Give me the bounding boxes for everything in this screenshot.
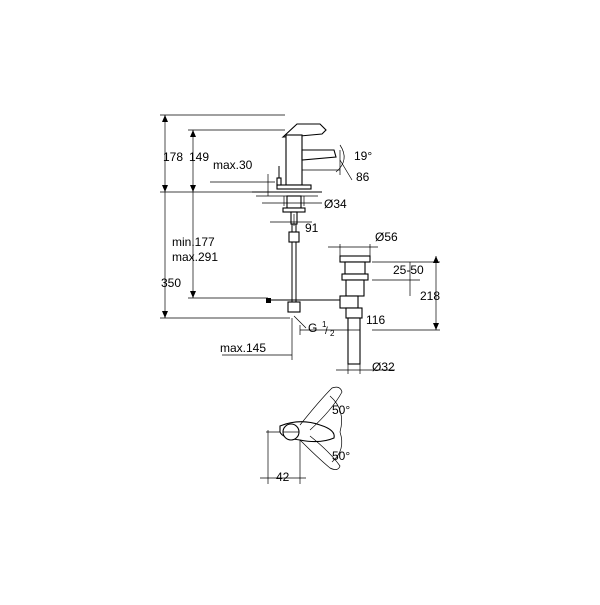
label-thread-g: G: [308, 321, 317, 335]
lever-swing-down: [299, 435, 341, 470]
label-diameter-32: Ø32: [372, 360, 395, 374]
angle-arc-up: [329, 395, 342, 433]
label-max-291: max.291: [172, 250, 218, 264]
faucet-body: [285, 134, 303, 186]
label-91: 91: [305, 221, 319, 235]
waste-lever-housing: [339, 295, 359, 309]
fixing-plate: [282, 207, 306, 213]
label-50-up: 50°: [332, 403, 350, 417]
waste-nut-top: [341, 273, 369, 281]
popup-waste: [339, 255, 371, 365]
faucet-top-view: [260, 386, 343, 484]
lever-swing-up: [299, 386, 343, 431]
waste-flange: [339, 255, 371, 263]
label-diameter-56: Ø56: [375, 230, 398, 244]
fixing-nut: [286, 195, 302, 209]
label-42: 42: [276, 470, 290, 484]
waste-body: [345, 279, 365, 297]
waste-plug: [344, 261, 366, 275]
label-19-deg: 19°: [354, 149, 372, 163]
hose-collar: [288, 231, 300, 243]
linkage-clip: [266, 298, 271, 303]
faucet-base: [276, 184, 312, 190]
label-116: 116: [366, 313, 385, 327]
hose-connector: [287, 301, 301, 313]
label-thread-num: 1: [322, 320, 327, 329]
label-350: 350: [161, 276, 181, 290]
label-178: 178: [163, 150, 183, 164]
dimension-labels: 178 149 max.30 19° 86 Ø34 91 Ø56 min.177…: [161, 149, 440, 484]
pull-rod-knob: [276, 177, 282, 186]
label-min-177: min.177: [172, 235, 215, 249]
label-25-50: 25-50: [393, 263, 424, 277]
label-diameter-34: Ø34: [324, 197, 347, 211]
thread-label: G 1 / 2: [308, 320, 335, 338]
label-max-30: max.30: [213, 158, 253, 172]
dimension-lines: [160, 114, 440, 374]
label-86: 86: [356, 170, 370, 184]
label-50-down: 50°: [332, 449, 350, 463]
label-149: 149: [189, 150, 209, 164]
faucet-side-view: [252, 123, 340, 313]
label-thread-den: 2: [330, 329, 335, 338]
angle-arc-down: [331, 431, 343, 463]
label-thread-slash: /: [325, 326, 328, 337]
waste-tail: [347, 317, 361, 365]
label-218: 218: [420, 289, 440, 303]
label-max-145: max.145: [220, 341, 266, 355]
spout: [301, 149, 337, 161]
waste-lower-body: [345, 307, 363, 319]
